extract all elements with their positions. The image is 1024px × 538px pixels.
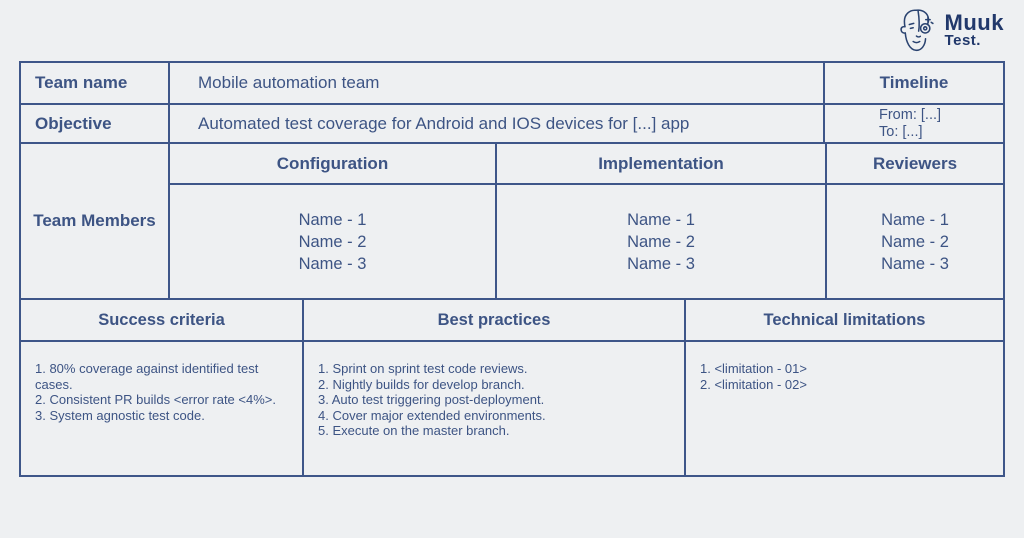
technical-limitations-list: 1. <limitation - 01> 2. <limitation - 02… <box>686 342 1003 475</box>
list-item: 1. <limitation - 01> <box>700 361 807 376</box>
objective-label: Objective <box>21 105 170 144</box>
list-item: 3. System agnostic test code. <box>35 407 205 423</box>
list-item: 1. 80% coverage against identified test … <box>35 361 259 392</box>
configuration-header: Configuration <box>170 144 497 185</box>
success-criteria-header: Success criteria <box>21 300 304 342</box>
timeline-from: From: [...] <box>879 106 942 123</box>
list-item: 3. Auto test triggering post-deployment. <box>318 392 545 408</box>
name-item: Name - 1 <box>627 210 695 229</box>
timeline-header: Timeline <box>825 63 1003 105</box>
timeline-dates: From: [...] To: [...] <box>825 105 1003 144</box>
team-members-section: Team Members Configuration Implementatio… <box>21 144 1003 300</box>
name-item: Name - 3 <box>627 254 695 273</box>
implementation-header: Implementation <box>497 144 827 185</box>
list-item: 5. Execute on the master branch. <box>318 423 510 439</box>
best-practices-header: Best practices <box>304 300 686 342</box>
logo-name: Muuk <box>944 10 1004 35</box>
objective-value: Automated test coverage for Android and … <box>170 105 825 144</box>
name-item: Name - 1 <box>881 210 949 229</box>
success-criteria-list: 1. 80% coverage against identified test … <box>21 342 304 475</box>
list-item: 2. Nightly builds for develop branch. <box>318 376 525 392</box>
timeline-to: To: [...] <box>879 123 923 140</box>
muuk-face-icon <box>895 7 939 53</box>
name-item: Name - 2 <box>627 232 695 251</box>
team-name-value: Mobile automation team <box>170 63 825 105</box>
technical-limitations-header: Technical limitations <box>686 300 1003 342</box>
name-item: Name - 3 <box>881 254 949 273</box>
team-name-label: Team name <box>21 63 170 105</box>
implementation-names: Name - 1 Name - 2 Name - 3 <box>497 185 827 300</box>
muuk-logo-text: Muuk Test. <box>944 10 1004 49</box>
name-item: Name - 2 <box>298 232 367 251</box>
name-item: Name - 3 <box>298 254 367 273</box>
best-practices-list: 1. Sprint on sprint test code reviews. 2… <box>304 342 686 475</box>
list-item: 4. Cover major extended environments. <box>318 407 546 423</box>
configuration-names: Name - 1 Name - 2 Name - 3 <box>170 185 497 300</box>
list-item: 1. Sprint on sprint test code reviews. <box>318 361 528 376</box>
name-item: Name - 1 <box>298 210 367 229</box>
muuk-logo: Muuk Test. <box>895 7 1004 53</box>
team-charter-table: Team name Mobile automation team Timelin… <box>19 61 1005 477</box>
reviewers-header: Reviewers <box>827 144 1003 185</box>
criteria-section: Success criteria Best practices Technica… <box>21 300 1003 475</box>
list-item: 2. <limitation - 02> <box>700 376 807 392</box>
list-item: 2. Consistent PR builds <error rate <4%>… <box>35 392 276 408</box>
team-members-label: Team Members <box>21 144 170 300</box>
name-item: Name - 2 <box>881 232 949 251</box>
logo-subtitle: Test. <box>944 32 981 49</box>
top-section: Team name Mobile automation team Timelin… <box>21 63 1003 144</box>
reviewers-names: Name - 1 Name - 2 Name - 3 <box>827 185 1003 300</box>
